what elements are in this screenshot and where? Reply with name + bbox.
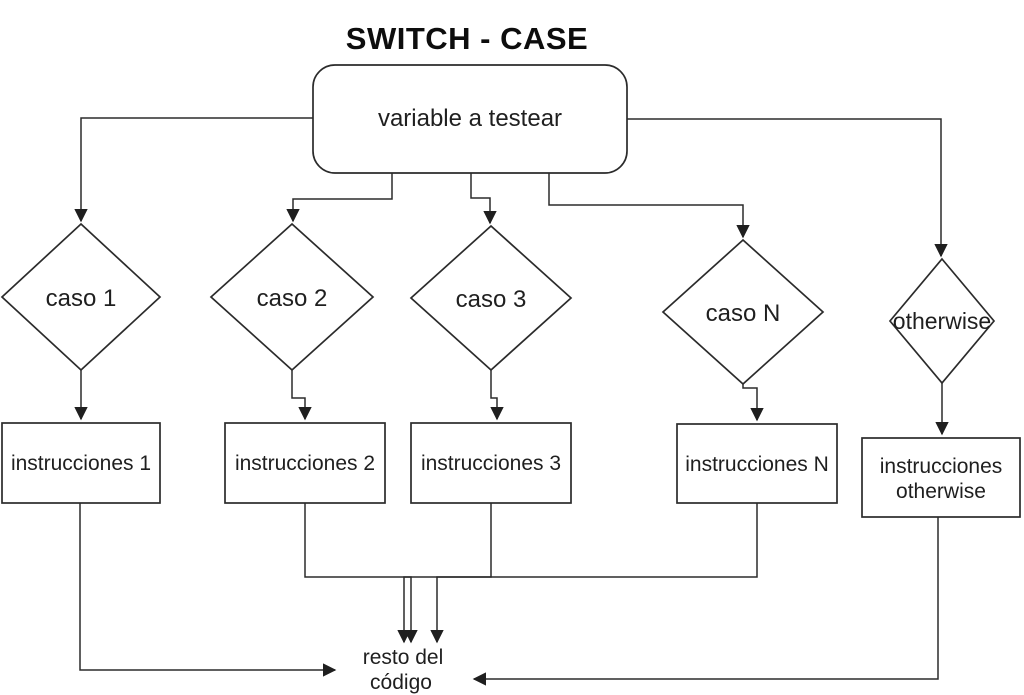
connector-start-to-caso-2 xyxy=(286,173,393,223)
connector-group xyxy=(74,117,949,686)
action-otherwise-shape xyxy=(861,437,1021,518)
connector-action-n-to-end xyxy=(430,503,758,644)
action-2-label: instrucciones 2 xyxy=(235,452,375,475)
caso-n-diamond: caso N xyxy=(661,238,825,386)
action-3-box: instrucciones 3 xyxy=(410,422,572,504)
caso-n-shape xyxy=(661,238,825,386)
connector-action-1-to-end xyxy=(79,503,337,677)
action-n-shape xyxy=(676,423,838,504)
action-1-box: instrucciones 1 xyxy=(1,422,161,504)
caso-3-label: caso 3 xyxy=(456,286,527,313)
start-node: variable a testear xyxy=(312,64,628,174)
action-1-shape xyxy=(1,422,161,504)
end-node: resto del código xyxy=(363,646,444,694)
diagram-title: SWITCH - CASE xyxy=(346,21,588,56)
connector-start-to-caso-3 xyxy=(470,173,497,225)
caso-2-shape xyxy=(209,222,375,372)
connector-caso-2-to-action xyxy=(291,370,312,421)
otherwise-diamond: otherwise xyxy=(888,257,996,385)
action-2-box: instrucciones 2 xyxy=(224,422,386,504)
action-3-shape xyxy=(410,422,572,504)
otherwise-shape xyxy=(888,257,996,385)
otherwise-label: otherwise xyxy=(893,308,991,334)
action-1-label: instrucciones 1 xyxy=(11,452,151,475)
action-otherwise-label-line2: otherwise xyxy=(896,480,986,503)
caso-2-diamond: caso 2 xyxy=(209,222,375,372)
action-n-label: instrucciones N xyxy=(685,453,829,476)
end-label-line2: código xyxy=(370,671,432,694)
connector-caso-n-to-action xyxy=(742,384,764,422)
connector-start-to-otherwise xyxy=(627,118,948,258)
action-otherwise-label-line1: instrucciones xyxy=(880,455,1003,478)
caso-3-diamond: caso 3 xyxy=(409,224,573,372)
action-otherwise-box: instrucciones otherwise xyxy=(861,437,1021,518)
caso-1-label: caso 1 xyxy=(46,285,117,312)
caso-1-shape xyxy=(0,222,162,372)
connector-start-to-caso-n xyxy=(548,173,750,239)
caso-1-diamond: caso 1 xyxy=(0,222,162,372)
connector-caso-3-to-action xyxy=(490,370,504,421)
caso-n-label: caso N xyxy=(706,300,781,327)
connector-action-2-to-end xyxy=(304,503,418,644)
action-3-label: instrucciones 3 xyxy=(421,452,561,475)
caso-3-shape xyxy=(409,224,573,372)
connector-action-3-to-end xyxy=(397,503,492,644)
action-n-box: instrucciones N xyxy=(676,423,838,504)
end-label-line1: resto del xyxy=(363,646,444,669)
start-node-label: variable a testear xyxy=(378,105,562,132)
connector-start-to-caso-1 xyxy=(74,117,313,223)
start-node-shape xyxy=(312,64,628,174)
action-2-shape xyxy=(224,422,386,504)
caso-2-label: caso 2 xyxy=(257,285,328,312)
connector-action-otherwise-to-end xyxy=(472,517,939,686)
